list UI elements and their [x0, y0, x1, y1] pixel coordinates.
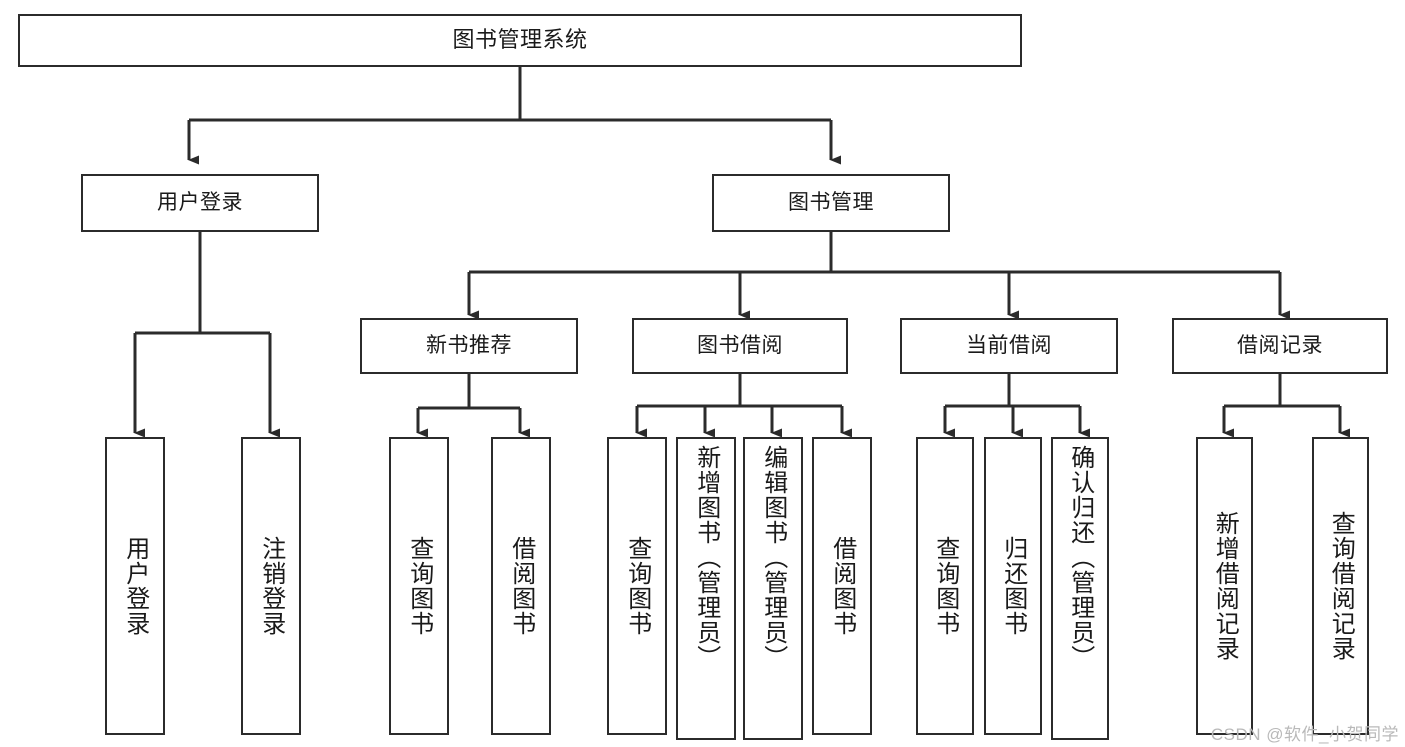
node-label: 查询借阅记录	[1327, 511, 1355, 661]
leaf-query-book-borrow[interactable]: 查询图书	[607, 437, 667, 735]
node-label: 新增借阅记录	[1211, 511, 1239, 661]
node-label: 查询图书	[623, 536, 651, 636]
node-label: 借阅图书	[507, 536, 535, 636]
csdn-watermark: CSDN @软件_小贺同学	[1210, 725, 1399, 744]
node-new-book-recommend[interactable]: 新书推荐	[360, 318, 578, 374]
leaf-edit-book-admin[interactable]: 编辑图书（管理员）	[743, 437, 803, 740]
node-label: 查询图书	[405, 536, 433, 636]
node-label: 注销登录	[257, 536, 285, 636]
node-label: 借阅图书	[828, 536, 856, 636]
leaf-logout[interactable]: 注销登录	[241, 437, 301, 735]
node-label: 图书管理	[788, 191, 874, 215]
leaf-query-book-current[interactable]: 查询图书	[916, 437, 974, 735]
node-borrow-record[interactable]: 借阅记录	[1172, 318, 1388, 374]
node-book-borrow[interactable]: 图书借阅	[632, 318, 848, 374]
leaf-query-book-recommend[interactable]: 查询图书	[389, 437, 449, 735]
node-current-borrow[interactable]: 当前借阅	[900, 318, 1118, 374]
node-label: 确认归还（管理员）	[1066, 445, 1094, 670]
node-label: 新书推荐	[426, 334, 512, 358]
node-label: 查询图书	[931, 536, 959, 636]
node-book-management[interactable]: 图书管理	[712, 174, 950, 232]
node-label: 编辑图书（管理员）	[759, 445, 787, 670]
node-label: 图书借阅	[697, 334, 783, 358]
leaf-borrow-book-recommend[interactable]: 借阅图书	[491, 437, 551, 735]
node-label: 借阅记录	[1237, 334, 1323, 358]
node-label: 用户登录	[121, 536, 149, 636]
node-label: 用户登录	[157, 191, 243, 215]
leaf-return-book[interactable]: 归还图书	[984, 437, 1042, 735]
node-user-login[interactable]: 用户登录	[81, 174, 319, 232]
leaf-add-book-admin[interactable]: 新增图书（管理员）	[676, 437, 736, 740]
leaf-user-login[interactable]: 用户登录	[105, 437, 165, 735]
node-label: 当前借阅	[966, 334, 1052, 358]
node-label: 新增图书（管理员）	[692, 445, 720, 670]
node-root-system[interactable]: 图书管理系统	[18, 14, 1022, 67]
leaf-query-borrow-record[interactable]: 查询借阅记录	[1312, 437, 1369, 735]
leaf-add-borrow-record[interactable]: 新增借阅记录	[1196, 437, 1253, 735]
node-label: 图书管理系统	[452, 27, 588, 53]
leaf-confirm-return-admin[interactable]: 确认归还（管理员）	[1051, 437, 1109, 740]
leaf-borrow-book[interactable]: 借阅图书	[812, 437, 872, 735]
node-label: 归还图书	[999, 536, 1027, 636]
